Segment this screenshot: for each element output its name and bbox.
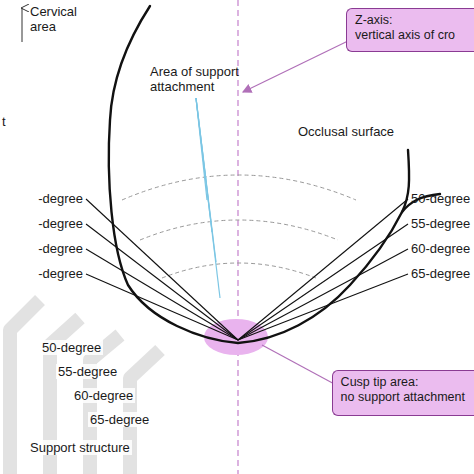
cusp-tip-ellipse (204, 319, 268, 355)
angle-label: 60-degree (411, 241, 470, 256)
callout-text: no support attachment (341, 390, 466, 405)
part-label: t (2, 114, 6, 129)
attachment-leaders (196, 98, 220, 298)
callout-box: Z-axis:vertical axis of cro (346, 8, 474, 52)
angle-label: 55-degree (56, 364, 119, 379)
callout-box: Cusp tip area:no support attachment (332, 370, 474, 416)
support-structure (10, 300, 160, 474)
part-label: Occlusal surface (298, 124, 394, 139)
angle-label: 60-degree (72, 388, 135, 403)
angle-label: 55-degree (411, 216, 470, 231)
angle-arcs (122, 175, 356, 278)
cusp-leader (262, 345, 338, 386)
angle-label: 65-degree (88, 412, 151, 427)
angle-label: 50-degree (411, 191, 470, 206)
part-label: Area of support attachment (150, 64, 260, 94)
angle-label: -degree (38, 241, 83, 256)
cervical-arrow (22, 8, 23, 42)
part-label: Support structure (28, 440, 132, 455)
callout-heading: Z-axis: (355, 13, 466, 28)
angle-label: 50-degree (40, 340, 103, 355)
angle-label: 65-degree (411, 266, 470, 281)
angle-label: -degree (38, 266, 83, 281)
angle-label: -degree (38, 216, 83, 231)
z-axis-leader (243, 40, 350, 92)
angle-label: -degree (38, 191, 83, 206)
callout-heading: Cusp tip area: (341, 375, 466, 390)
region-label: Cervical area (30, 4, 90, 34)
angle-lines (86, 199, 408, 340)
callout-text: vertical axis of cro (355, 28, 466, 43)
